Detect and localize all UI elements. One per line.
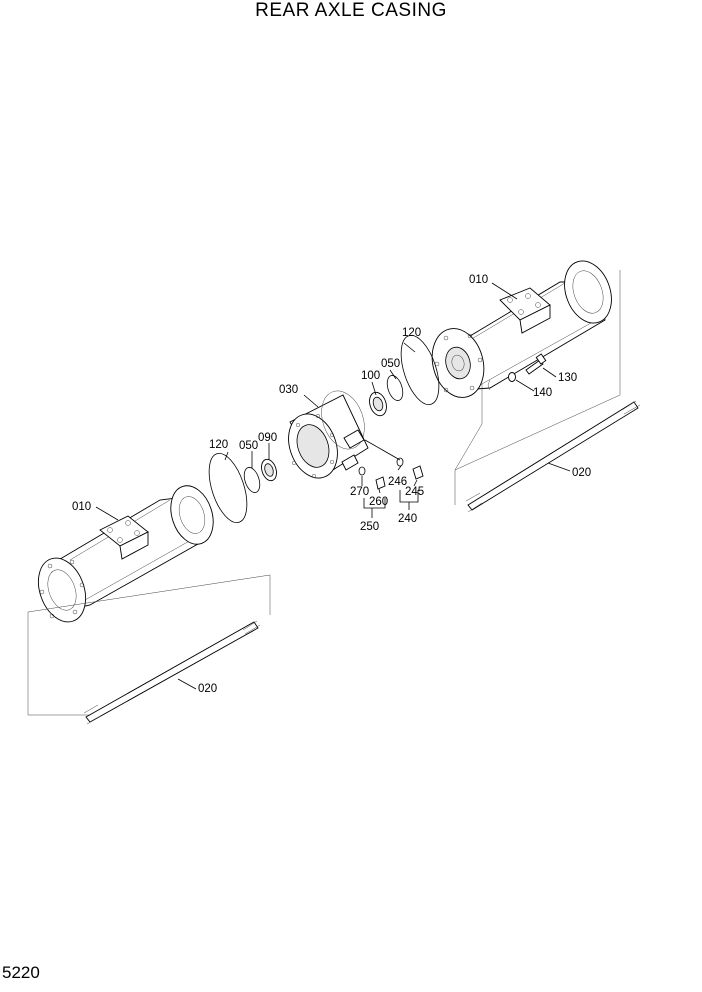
phantom-line-left <box>27 612 90 716</box>
plug-260 <box>375 476 386 490</box>
oring-right-120 <box>400 335 440 405</box>
label-bearing-left: 090 <box>258 432 277 444</box>
washer-140 <box>508 372 516 382</box>
label-casing-right: 010 <box>469 274 488 286</box>
label-seal-right: 050 <box>381 358 400 370</box>
phantom-line-left-2 <box>27 574 271 615</box>
left-axle-casing <box>37 485 214 623</box>
label-oring-right: 120 <box>402 327 421 339</box>
right-axle-shaft <box>465 400 641 513</box>
label-246: 246 <box>388 476 407 488</box>
label-240: 240 <box>398 513 417 525</box>
center-housing <box>288 390 369 479</box>
bolt-130 <box>525 353 547 375</box>
oring-246 <box>396 457 404 467</box>
phantom-line-right <box>454 384 483 505</box>
leader-lines <box>95 282 571 690</box>
oring-left-120 <box>208 453 248 523</box>
label-seal-left: 050 <box>239 440 258 452</box>
page-title: REAR AXLE CASING <box>255 0 447 21</box>
left-axle-shaft <box>83 620 261 725</box>
page-number: 5220 <box>2 963 40 982</box>
label-housing: 030 <box>279 384 298 396</box>
label-shaft-left: 020 <box>198 683 217 695</box>
label-250: 250 <box>360 521 379 533</box>
label-bolt: 130 <box>558 372 577 384</box>
phantom-line-right-2 <box>454 270 621 471</box>
label-shaft-right: 020 <box>572 467 591 479</box>
label-260: 260 <box>369 496 388 508</box>
label-casing-left: 010 <box>72 501 91 513</box>
seal-left-050 <box>243 467 261 493</box>
label-245: 245 <box>405 486 424 498</box>
bearing-right-100 <box>369 391 387 417</box>
oring-270 <box>358 466 366 476</box>
right-axle-casing <box>431 260 612 398</box>
label-washer: 140 <box>533 387 552 399</box>
bearing-left-090 <box>261 458 277 482</box>
label-oring-left: 120 <box>209 439 228 451</box>
label-bearing-right: 100 <box>361 370 380 382</box>
plug-245 <box>412 465 424 480</box>
label-270: 270 <box>350 486 369 498</box>
seal-right-050 <box>386 375 404 401</box>
